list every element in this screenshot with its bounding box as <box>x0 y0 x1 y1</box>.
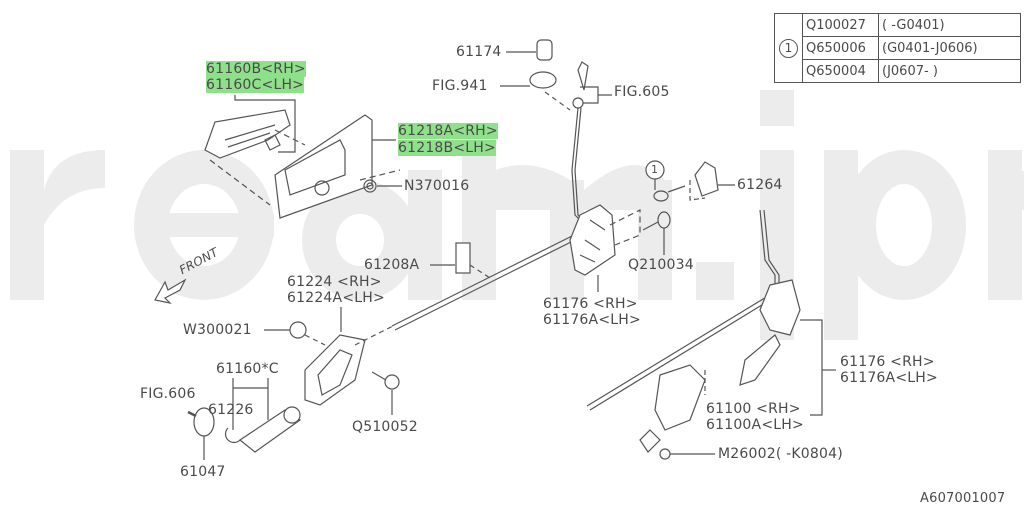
clip-drawing <box>430 242 491 279</box>
label-fig606[interactable]: FIG.606 <box>140 386 196 402</box>
window-handle-drawing <box>187 378 302 460</box>
spec-part[interactable]: Q650004 <box>802 59 879 83</box>
spec-part[interactable]: Q100027 <box>802 13 879 37</box>
watermark-glyph <box>696 262 734 300</box>
inner-handle-drawing <box>264 307 400 415</box>
knob-drawing <box>500 39 612 111</box>
outer-handle-drawing <box>204 95 306 206</box>
label-clip-61226[interactable]: 61226 <box>208 402 254 418</box>
label-w300021[interactable]: W300021 <box>183 322 252 338</box>
spec-row: 1 Q100027 ( -G0401) <box>774 13 1021 83</box>
watermark-glyph <box>302 170 442 300</box>
label-inner-handle-lh[interactable]: 61224A<LH> <box>287 290 385 306</box>
label-striker[interactable]: 61264 <box>737 177 783 193</box>
watermark-glyph <box>988 150 1024 300</box>
label-trim-rh[interactable]: 61218A<RH> <box>398 123 498 139</box>
label-knob[interactable]: 61174 <box>456 44 502 60</box>
label-latch-rh[interactable]: 61176 <RH> <box>543 296 638 312</box>
nut-drawing <box>363 179 402 193</box>
label-clip-61208a[interactable]: 61208A <box>364 257 420 273</box>
label-outer-handle-lh[interactable]: 61160C<LH> <box>206 77 305 93</box>
spec-range: (G0401-J0606) <box>878 36 1021 60</box>
latch-drawing <box>569 204 641 292</box>
spec-part[interactable]: Q650006 <box>802 36 879 60</box>
label-screw-m26002[interactable]: M26002( -K0804) <box>718 446 843 462</box>
label-fig605[interactable]: FIG.605 <box>614 84 670 100</box>
front-arrow-icon <box>154 278 187 304</box>
door-trim-drawing <box>274 114 401 219</box>
rear-latch-drawing <box>639 209 836 460</box>
watermark-glyph <box>134 150 274 300</box>
label-screw-q210034[interactable]: Q210034 <box>628 257 694 273</box>
striker-drawing <box>642 160 735 255</box>
label-inner-handle-rh[interactable]: 61224 <RH> <box>287 274 382 290</box>
label-window-handle[interactable]: 61160*C <box>216 361 279 377</box>
spec-range: (J0607- ) <box>878 59 1021 83</box>
spec-row: Q650004 (J0607- ) <box>775 59 1021 83</box>
label-nut[interactable]: N370016 <box>404 178 470 194</box>
label-latch2-rh[interactable]: 61176 <RH> <box>840 354 935 370</box>
label-outer-handle-rh[interactable]: 61160B<RH> <box>206 61 306 77</box>
label-actuator-rh[interactable]: 61100 <RH> <box>706 401 801 417</box>
watermark-glyph <box>10 150 105 300</box>
label-screw-q510052[interactable]: Q510052 <box>352 419 418 435</box>
watermark-glyph <box>824 150 966 340</box>
label-latch-lh[interactable]: 61176A<LH> <box>543 312 641 328</box>
spec-table: 1 Q100027 ( -G0401) Q650006 (G0401-J0606… <box>774 13 1021 83</box>
label-fig941[interactable]: FIG.941 <box>432 78 488 94</box>
label-trim-lh[interactable]: 61218B<LH> <box>398 140 496 156</box>
ref-circle-icon: 1 <box>779 38 798 58</box>
label-escutcheon[interactable]: 61047 <box>180 464 226 480</box>
spec-ref-cell: 1 <box>774 13 803 83</box>
spec-range: ( -G0401) <box>878 13 1021 37</box>
label-latch2-lh[interactable]: 61176A<LH> <box>840 370 938 386</box>
label-ref-circle: 1 <box>651 163 659 176</box>
spec-row: Q650006 (G0401-J0606) <box>775 36 1021 60</box>
label-actuator-lh[interactable]: 61100A<LH> <box>706 417 804 433</box>
diagram-id: A607001007 <box>920 491 1006 506</box>
